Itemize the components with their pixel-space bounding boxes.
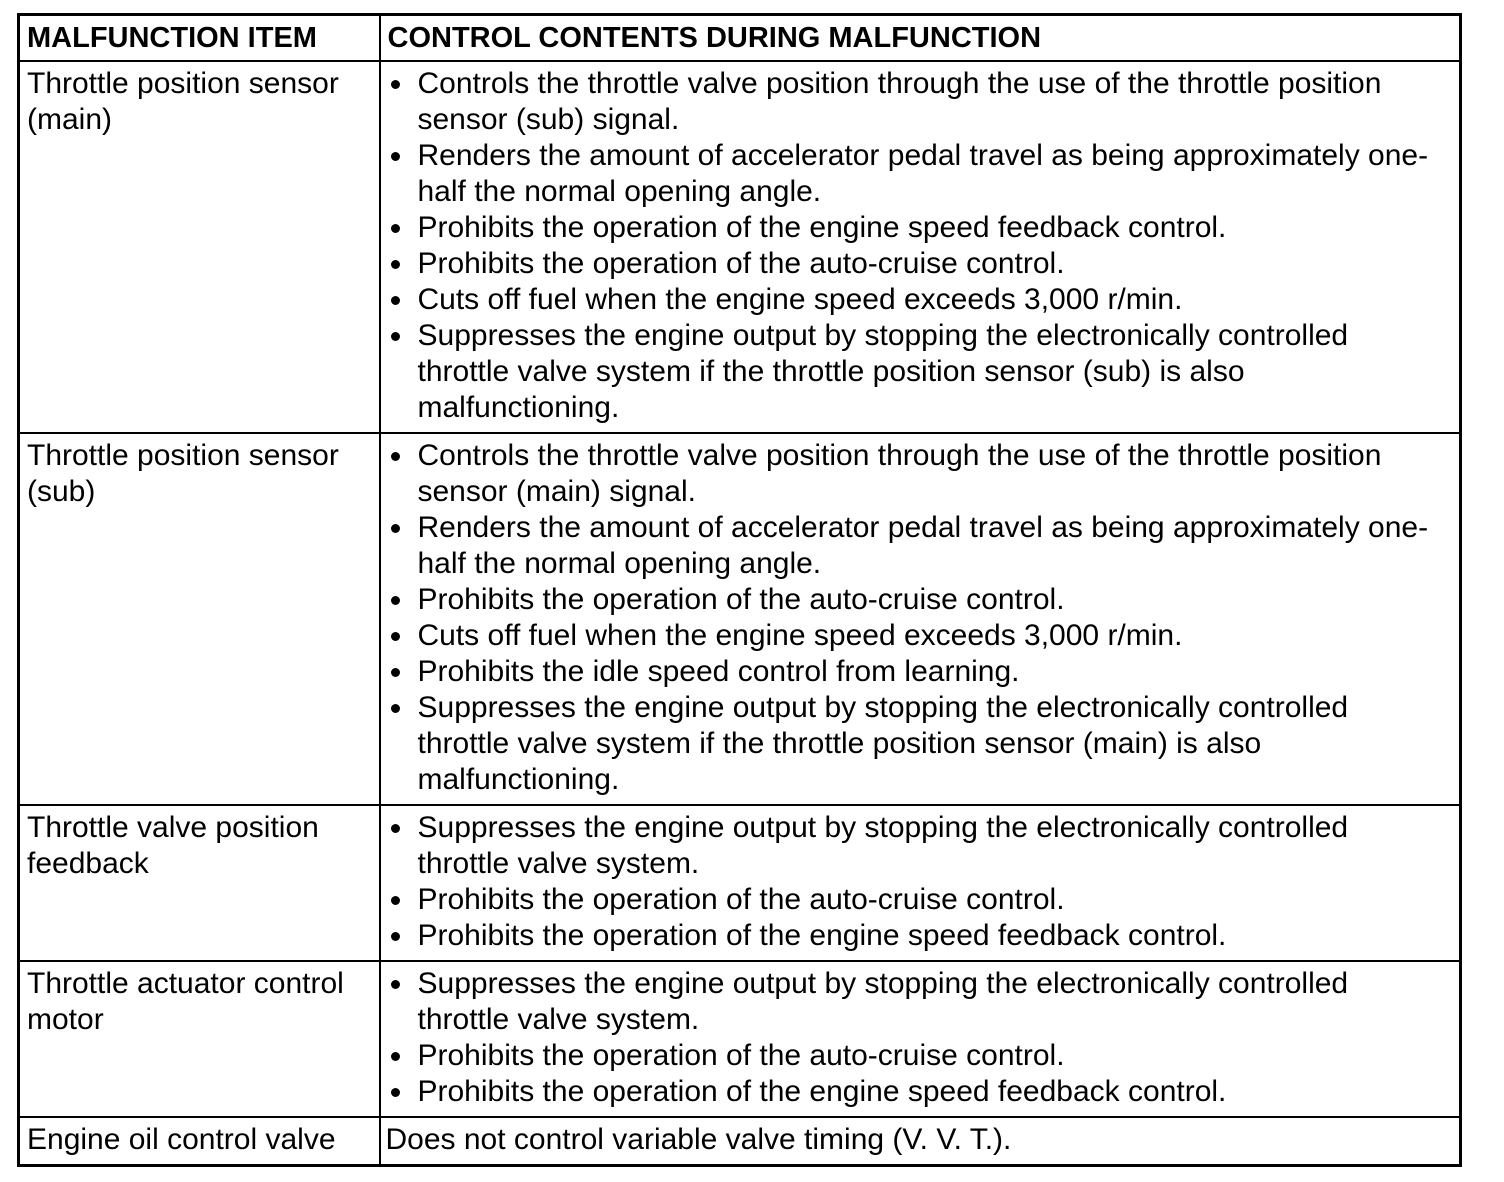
control-content-text: Suppresses the engine output by stopping… (417, 967, 1349, 1036)
control-content-text: Prohibits the operation of the engine sp… (417, 211, 1227, 244)
bullet-icon (390, 332, 400, 341)
bullet-icon (390, 896, 400, 905)
control-content-item: Prohibits the operation of the auto-crui… (381, 582, 1460, 618)
malfunction-item-cell: Throttle position sensor (sub) (17, 432, 381, 806)
bullet-icon (390, 296, 400, 305)
bullet-icon (390, 632, 400, 641)
malfunction-item-cell: Throttle valve position feedback (17, 804, 381, 962)
control-content-text: Prohibits the operation of the engine sp… (417, 919, 1227, 952)
malfunction-item-cell: Throttle actuator control motor (17, 960, 381, 1118)
control-content-text: Renders the amount of accelerator pedal … (417, 511, 1429, 580)
table-row: Throttle valve position feedback Suppres… (17, 804, 1462, 962)
control-content-text: Suppresses the engine output by stopping… (417, 691, 1349, 796)
bullet-icon (390, 152, 400, 161)
table-row: Engine oil control valve Does not contro… (17, 1116, 1462, 1167)
control-content-item: Controls the throttle valve position thr… (381, 66, 1460, 138)
column-header-malfunction-item: MALFUNCTION ITEM (17, 13, 381, 62)
control-content-text: Suppresses the engine output by stopping… (417, 319, 1349, 424)
control-contents-list: Suppresses the engine output by stopping… (381, 810, 1460, 954)
control-content-item: Prohibits the operation of the engine sp… (381, 1074, 1460, 1110)
control-content-item: Cuts off fuel when the engine speed exce… (381, 282, 1460, 318)
control-contents-cell: Controls the throttle valve position thr… (378, 60, 1462, 434)
bullet-icon (390, 452, 400, 461)
bullet-icon (390, 1052, 400, 1061)
bullet-icon (390, 224, 400, 233)
control-content-text: Cuts off fuel when the engine speed exce… (417, 619, 1183, 652)
bullet-icon (390, 524, 400, 533)
control-content-text: Renders the amount of accelerator pedal … (417, 139, 1429, 208)
bullet-icon (390, 668, 400, 677)
control-content-text: Prohibits the operation of the auto-crui… (417, 883, 1065, 916)
bullet-icon (390, 1088, 400, 1097)
control-content-text: Prohibits the operation of the auto-crui… (417, 247, 1065, 280)
control-content-item: Suppresses the engine output by stopping… (381, 966, 1460, 1038)
control-content-item: Renders the amount of accelerator pedal … (381, 138, 1460, 210)
table-row: Throttle position sensor (sub) Controls … (17, 432, 1462, 806)
malfunction-table: MALFUNCTION ITEM CONTROL CONTENTS DURING… (17, 13, 1462, 1167)
control-content-text: Prohibits the operation of the auto-crui… (417, 1039, 1065, 1072)
control-content-item: Prohibits the idle speed control from le… (381, 654, 1460, 690)
control-content-item: Suppresses the engine output by stopping… (381, 318, 1460, 426)
bullet-icon (390, 932, 400, 941)
control-contents-cell: Suppresses the engine output by stopping… (378, 960, 1462, 1118)
header-row: MALFUNCTION ITEM CONTROL CONTENTS DURING… (17, 13, 1462, 62)
control-contents-cell: Controls the throttle valve position thr… (378, 432, 1462, 806)
bullet-icon (390, 824, 400, 833)
bullet-icon (390, 260, 400, 269)
control-contents-cell: Does not control variable valve timing (… (378, 1116, 1462, 1167)
control-content-item: Renders the amount of accelerator pedal … (381, 510, 1460, 582)
table-row: Throttle actuator control motor Suppress… (17, 960, 1462, 1118)
control-content-item: Suppresses the engine output by stopping… (381, 810, 1460, 882)
control-content-text: Prohibits the idle speed control from le… (417, 655, 1020, 688)
control-content-text: Prohibits the operation of the auto-crui… (417, 583, 1065, 616)
bullet-icon (390, 980, 400, 989)
control-content-text: Prohibits the operation of the engine sp… (417, 1075, 1227, 1108)
control-content-text: Controls the throttle valve position thr… (417, 439, 1382, 508)
control-content-item: Prohibits the operation of the auto-crui… (381, 882, 1460, 918)
malfunction-item-cell: Engine oil control valve (17, 1116, 381, 1167)
bullet-icon (390, 596, 400, 605)
column-header-control-contents: CONTROL CONTENTS DURING MALFUNCTION (378, 13, 1462, 62)
control-content-item: Prohibits the operation of the auto-crui… (381, 246, 1460, 282)
control-content-item: Controls the throttle valve position thr… (381, 438, 1460, 510)
bullet-icon (390, 80, 400, 89)
control-content-text: Suppresses the engine output by stopping… (417, 811, 1349, 880)
control-contents-list: Suppresses the engine output by stopping… (381, 966, 1460, 1110)
control-content-item: Prohibits the operation of the auto-crui… (381, 1038, 1460, 1074)
bullet-icon (390, 704, 400, 713)
control-content-text: Cuts off fuel when the engine speed exce… (417, 283, 1183, 316)
control-contents-cell: Suppresses the engine output by stopping… (378, 804, 1462, 962)
control-content-item: Cuts off fuel when the engine speed exce… (381, 618, 1460, 654)
control-content-item: Prohibits the operation of the engine sp… (381, 918, 1460, 954)
control-contents-list: Controls the throttle valve position thr… (381, 438, 1460, 798)
control-content-item: Suppresses the engine output by stopping… (381, 690, 1460, 798)
malfunction-item-cell: Throttle position sensor (main) (17, 60, 381, 434)
control-contents-list: Controls the throttle valve position thr… (381, 66, 1460, 426)
table-row: Throttle position sensor (main) Controls… (17, 60, 1462, 434)
control-content-text: Controls the throttle valve position thr… (417, 67, 1382, 136)
control-content-item: Prohibits the operation of the engine sp… (381, 210, 1460, 246)
